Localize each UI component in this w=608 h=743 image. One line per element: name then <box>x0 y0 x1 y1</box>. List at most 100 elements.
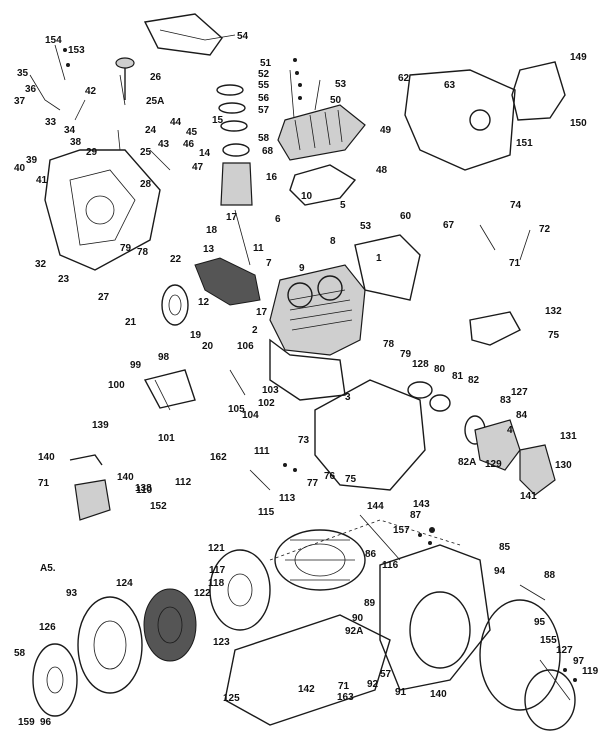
callout-67: 19 <box>190 330 202 341</box>
callout-3: 51 <box>260 58 272 69</box>
fuel-bowl-131 <box>519 444 556 496</box>
callout-29: 40 <box>14 163 26 174</box>
piston-ring-15a <box>216 84 244 96</box>
shroud-91 <box>379 544 491 691</box>
callout-123: 117 <box>209 565 226 576</box>
cover-96 <box>479 599 561 711</box>
callout-148: 125 <box>223 693 240 704</box>
callout-146: 71 <box>338 681 350 692</box>
callout-115: 144 <box>367 501 384 512</box>
callout-101: 140 <box>38 452 55 463</box>
callout-84: 79 <box>400 349 412 360</box>
callout-51: 74 <box>510 200 522 211</box>
callout-143: 91 <box>395 687 407 698</box>
callout-24: 42 <box>85 86 97 97</box>
callout-118: 157 <box>393 525 410 536</box>
callout-74: 75 <box>548 330 560 341</box>
callout-31: 41 <box>36 175 48 186</box>
callout-150: 96 <box>40 717 52 728</box>
callout-149: 159 <box>18 717 35 728</box>
callout-56: 13 <box>203 244 215 255</box>
callout-43: 10 <box>301 191 313 202</box>
piston-ring-15c <box>220 120 248 132</box>
callout-134: 95 <box>534 617 546 628</box>
gasket-plate-54 <box>143 13 223 56</box>
callout-135: 155 <box>540 635 557 646</box>
callout-9: 68 <box>262 146 274 157</box>
callout-30: 39 <box>26 155 38 166</box>
callout-138: 119 <box>582 666 599 677</box>
callout-91: 76 <box>324 471 336 482</box>
crankcase-cover-23 <box>44 149 161 271</box>
cylinder-head-49 <box>277 104 366 161</box>
cylinder-block-1 <box>269 264 366 356</box>
leader-lines <box>29 29 571 701</box>
callout-96: 84 <box>516 410 528 421</box>
callout-59: 22 <box>170 254 182 265</box>
callout-45: 6 <box>275 214 281 225</box>
callout-136: 127 <box>556 645 573 656</box>
callout-68: 20 <box>202 341 214 352</box>
callout-127: 124 <box>116 578 133 589</box>
callout-26: 25A <box>146 96 165 107</box>
callout-57: 11 <box>253 243 264 254</box>
callout-63: 23 <box>58 274 70 285</box>
carb-ring-81 <box>429 394 451 412</box>
engine-body <box>269 338 346 401</box>
callout-62: 32 <box>35 259 47 270</box>
callout-85: 128 <box>412 359 429 370</box>
callout-36: 43 <box>158 139 170 150</box>
callout-132: 90 <box>352 613 364 624</box>
callout-50: 67 <box>443 220 455 231</box>
callout-15: 149 <box>570 52 587 63</box>
fill-cap-26 <box>115 57 135 69</box>
callout-116: 143 <box>413 499 430 510</box>
callout-33: 28 <box>140 179 152 190</box>
callout-8: 58 <box>258 133 270 144</box>
callout-139: 126 <box>39 622 56 633</box>
callout-105: 141 <box>520 491 537 502</box>
callout-72: 1 <box>376 253 382 264</box>
callout-119: 85 <box>499 542 511 553</box>
callout-113: 115 <box>258 507 275 518</box>
bracket-99 <box>143 369 196 409</box>
starter-123 <box>143 588 197 662</box>
flywheel-152 <box>274 529 366 591</box>
carburetor-83 <box>474 419 521 471</box>
callout-75: 99 <box>130 360 142 371</box>
callout-23: 38 <box>70 137 82 148</box>
callout-7: 57 <box>258 105 270 116</box>
callout-6: 56 <box>258 93 270 104</box>
callout-5: 55 <box>258 80 270 91</box>
callout-55: 18 <box>206 225 218 236</box>
pulley-124 <box>77 596 143 694</box>
callout-137: 97 <box>573 656 585 667</box>
pulley-119 <box>32 643 78 717</box>
callout-78: 103 <box>262 385 279 396</box>
callout-129: 94 <box>494 566 506 577</box>
callout-18: 35 <box>17 68 29 79</box>
callout-12: 49 <box>380 125 392 136</box>
callout-79: 105 <box>228 404 245 415</box>
callout-66: 27 <box>98 292 110 303</box>
callout-35: 45 <box>186 127 198 138</box>
filter-element-149 <box>511 61 566 121</box>
air-cleaner-cover-62 <box>404 69 516 171</box>
callout-69: 106 <box>237 341 254 352</box>
callout-71: 17 <box>256 307 268 318</box>
piston-ring-15b <box>218 102 246 114</box>
callout-124: 118 <box>208 578 225 589</box>
callout-11: 50 <box>330 95 342 106</box>
callout-140: 58 <box>14 648 26 659</box>
crankshaft-11 <box>194 257 261 306</box>
callout-99: 82A <box>458 457 477 468</box>
callout-25: 26 <box>150 72 162 83</box>
carb-ring-80 <box>407 381 433 399</box>
callout-80: 104 <box>242 410 259 421</box>
callout-14: 63 <box>444 80 456 91</box>
callout-37: 46 <box>183 139 195 150</box>
callout-38: 14 <box>199 148 211 159</box>
blower-housing-73 <box>314 379 426 491</box>
callout-128: 93 <box>66 588 78 599</box>
callout-42: 48 <box>376 165 388 176</box>
